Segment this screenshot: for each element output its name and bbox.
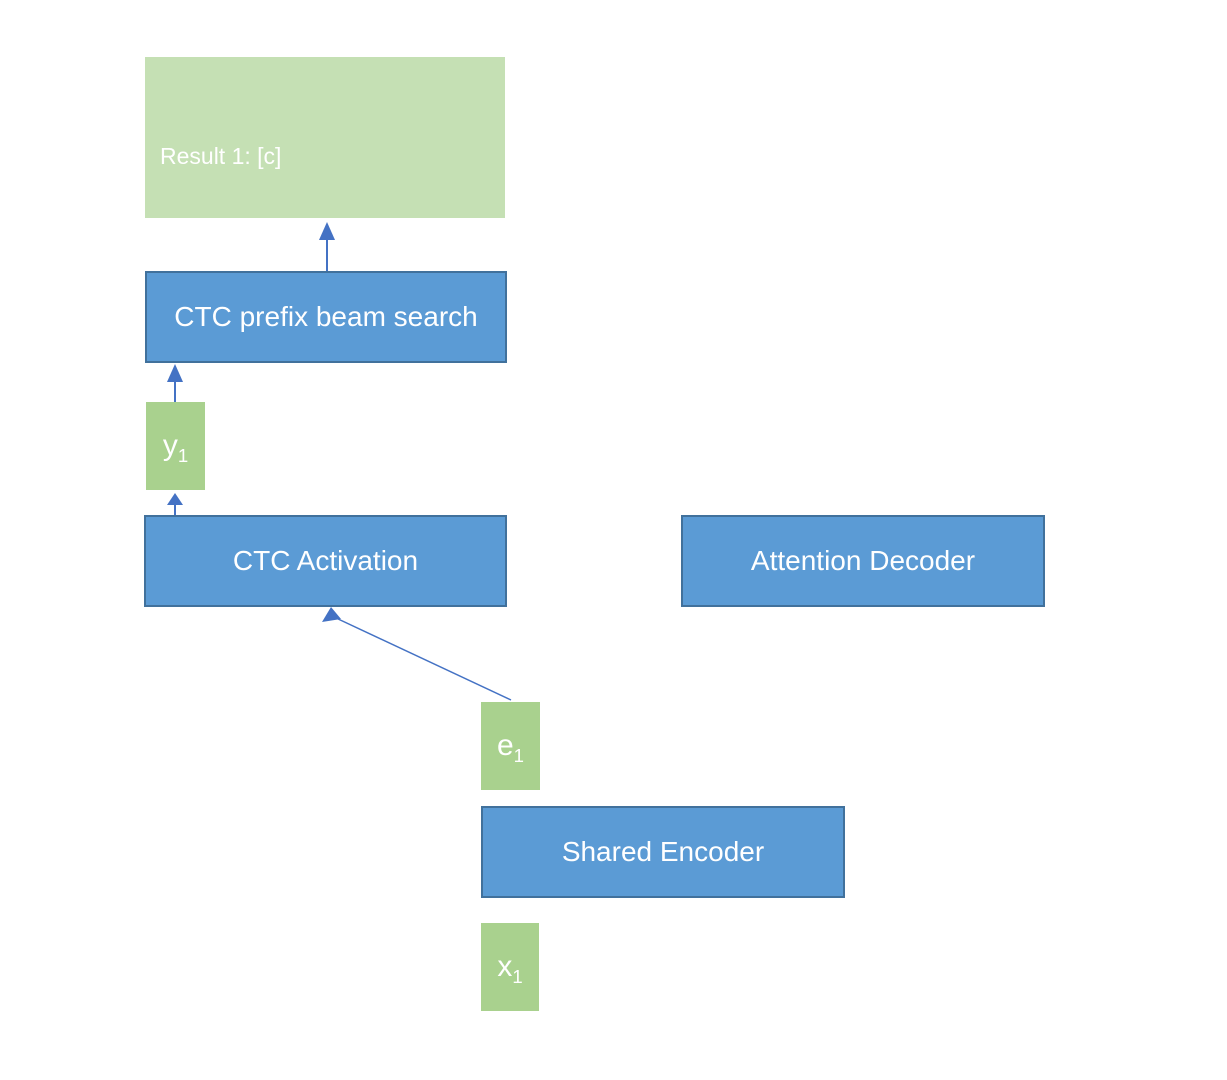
attention-decoder-label: Attention Decoder [750,545,976,576]
x1-tensor-label: x1 [497,950,523,987]
ctc-prefix-beam-search-box: CTC prefix beam search [145,271,507,363]
shared-encoder-box: Shared Encoder [481,806,845,898]
attention-decoder-box: Attention Decoder [681,515,1045,607]
shared-encoder-label: Shared Encoder [561,836,765,867]
e1-tensor-box: e1 [481,702,540,790]
e1-tensor-label: e1 [496,729,525,766]
ctc-activation-label: CTC Activation [232,545,419,576]
x1-tensor-box: x1 [481,923,539,1011]
results-box: Result 1: [c] Result 2: [k] … Result N: … [145,57,505,466]
ctc-prefix-beam-search-label: CTC prefix beam search [174,301,478,332]
ctc-activation-box: CTC Activation [144,515,507,607]
result-line-2: Result 2: [k] [160,242,282,268]
y1-tensor-label: y1 [162,429,189,466]
result-line-1: Result 1: [c] [160,143,282,169]
arrow-e1-to-ctc-activation [322,607,512,701]
arrow-ctc-prefix-to-results [319,222,335,271]
y1-tensor-box: y1 [146,402,205,490]
